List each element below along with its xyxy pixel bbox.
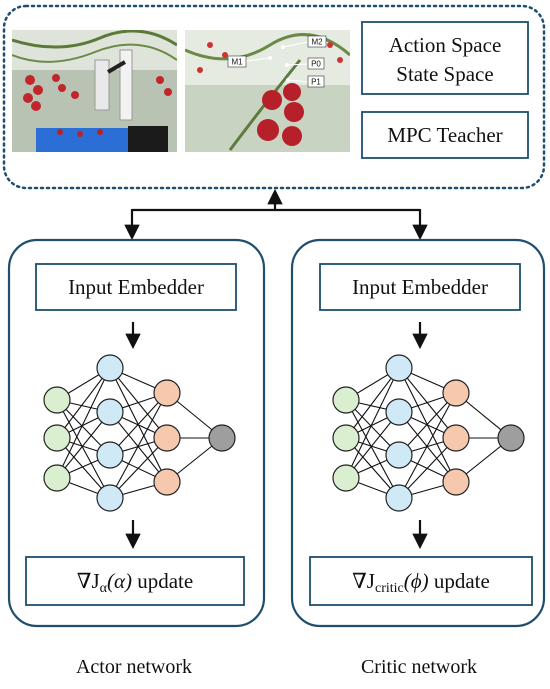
critic-edge <box>345 411 400 479</box>
actor-node-layer-2 <box>96 398 124 426</box>
critic-node-layer-2 <box>385 398 413 426</box>
actor-node-layer-3 <box>153 468 181 496</box>
critic-edge <box>398 392 457 499</box>
critic-edge <box>398 437 457 499</box>
critic-edge <box>345 399 400 499</box>
critic-update-word: update <box>429 569 490 593</box>
mpc-teacher-label: MPC Teacher <box>387 123 502 147</box>
critic-node-layer-1 <box>332 464 360 492</box>
critic-node-layer-2 <box>385 484 413 512</box>
critic-neural-network <box>332 354 525 512</box>
actor-update-box <box>25 556 245 606</box>
actor-update-word: update <box>132 569 193 593</box>
critic-update-box <box>309 556 533 606</box>
tomato-truss-photo: M2 M1 P0 P1 <box>185 30 350 152</box>
marker-label-m2: M2 <box>311 38 323 47</box>
critic-grad-argument: (ϕ) <box>404 569 429 593</box>
critic-network-caption: Critic network <box>361 656 477 678</box>
top-dotted-panel <box>2 4 546 190</box>
critic-grad-subscript: critic <box>375 581 404 596</box>
actor-network-caption: Actor network <box>76 656 192 678</box>
critic-node-layer-1 <box>332 386 360 414</box>
critic-node-layer-1 <box>332 424 360 452</box>
critic-node-layer-4 <box>497 424 525 452</box>
actor-grad-subscript: α <box>100 581 108 596</box>
actor-node-layer-2 <box>96 441 124 469</box>
actor-edge <box>56 367 111 439</box>
actor-grad-symbol: ∇J <box>77 569 100 593</box>
marker-label-m1: M1 <box>231 58 243 67</box>
actor-input-embedder-box <box>35 263 237 311</box>
critic-update-label: ∇Jcritic(ϕ) update <box>352 569 490 596</box>
critic-grad-symbol: ∇J <box>352 569 375 593</box>
critic-node-layer-3 <box>442 424 470 452</box>
marker-label-p0: P0 <box>311 60 321 69</box>
action-space-label: Action Space <box>389 33 502 57</box>
marker-label-p1: P1 <box>311 78 321 87</box>
critic-input-embedder-label: Input Embedder <box>352 275 488 299</box>
critic-input-embedder-box <box>319 263 521 311</box>
actor-update-label: ∇Jα(α) update <box>77 569 193 596</box>
actor-neural-network <box>43 354 236 512</box>
actor-edge <box>56 367 111 479</box>
actor-node-layer-1 <box>43 424 71 452</box>
actor-edge <box>56 399 111 499</box>
actor-node-layer-2 <box>96 484 124 512</box>
actor-node-layer-1 <box>43 386 71 414</box>
actor-edge <box>109 392 168 456</box>
actor-edge <box>109 437 168 499</box>
critic-node-layer-2 <box>385 441 413 469</box>
actor-edge <box>109 392 168 499</box>
critic-node-layer-3 <box>442 468 470 496</box>
robot-harvesting-photo <box>12 30 177 152</box>
critic-edge <box>345 367 400 439</box>
critic-node-layer-2 <box>385 354 413 382</box>
actor-node-layer-3 <box>153 424 181 452</box>
actor-edge <box>56 411 111 479</box>
actor-node-layer-1 <box>43 464 71 492</box>
actor-input-embedder-label: Input Embedder <box>68 275 204 299</box>
actor-network-frame <box>7 238 266 628</box>
state-space-label: State Space <box>396 62 493 86</box>
critic-network-frame <box>290 238 546 628</box>
actor-node-layer-3 <box>153 379 181 407</box>
critic-edge <box>398 392 457 456</box>
actor-node-layer-4 <box>208 424 236 452</box>
mpc-teacher-box <box>361 111 529 159</box>
actor-node-layer-2 <box>96 354 124 382</box>
critic-edge <box>345 367 400 479</box>
action-state-space-box <box>361 21 529 95</box>
critic-node-layer-3 <box>442 379 470 407</box>
actor-grad-argument: (α) <box>107 569 132 593</box>
